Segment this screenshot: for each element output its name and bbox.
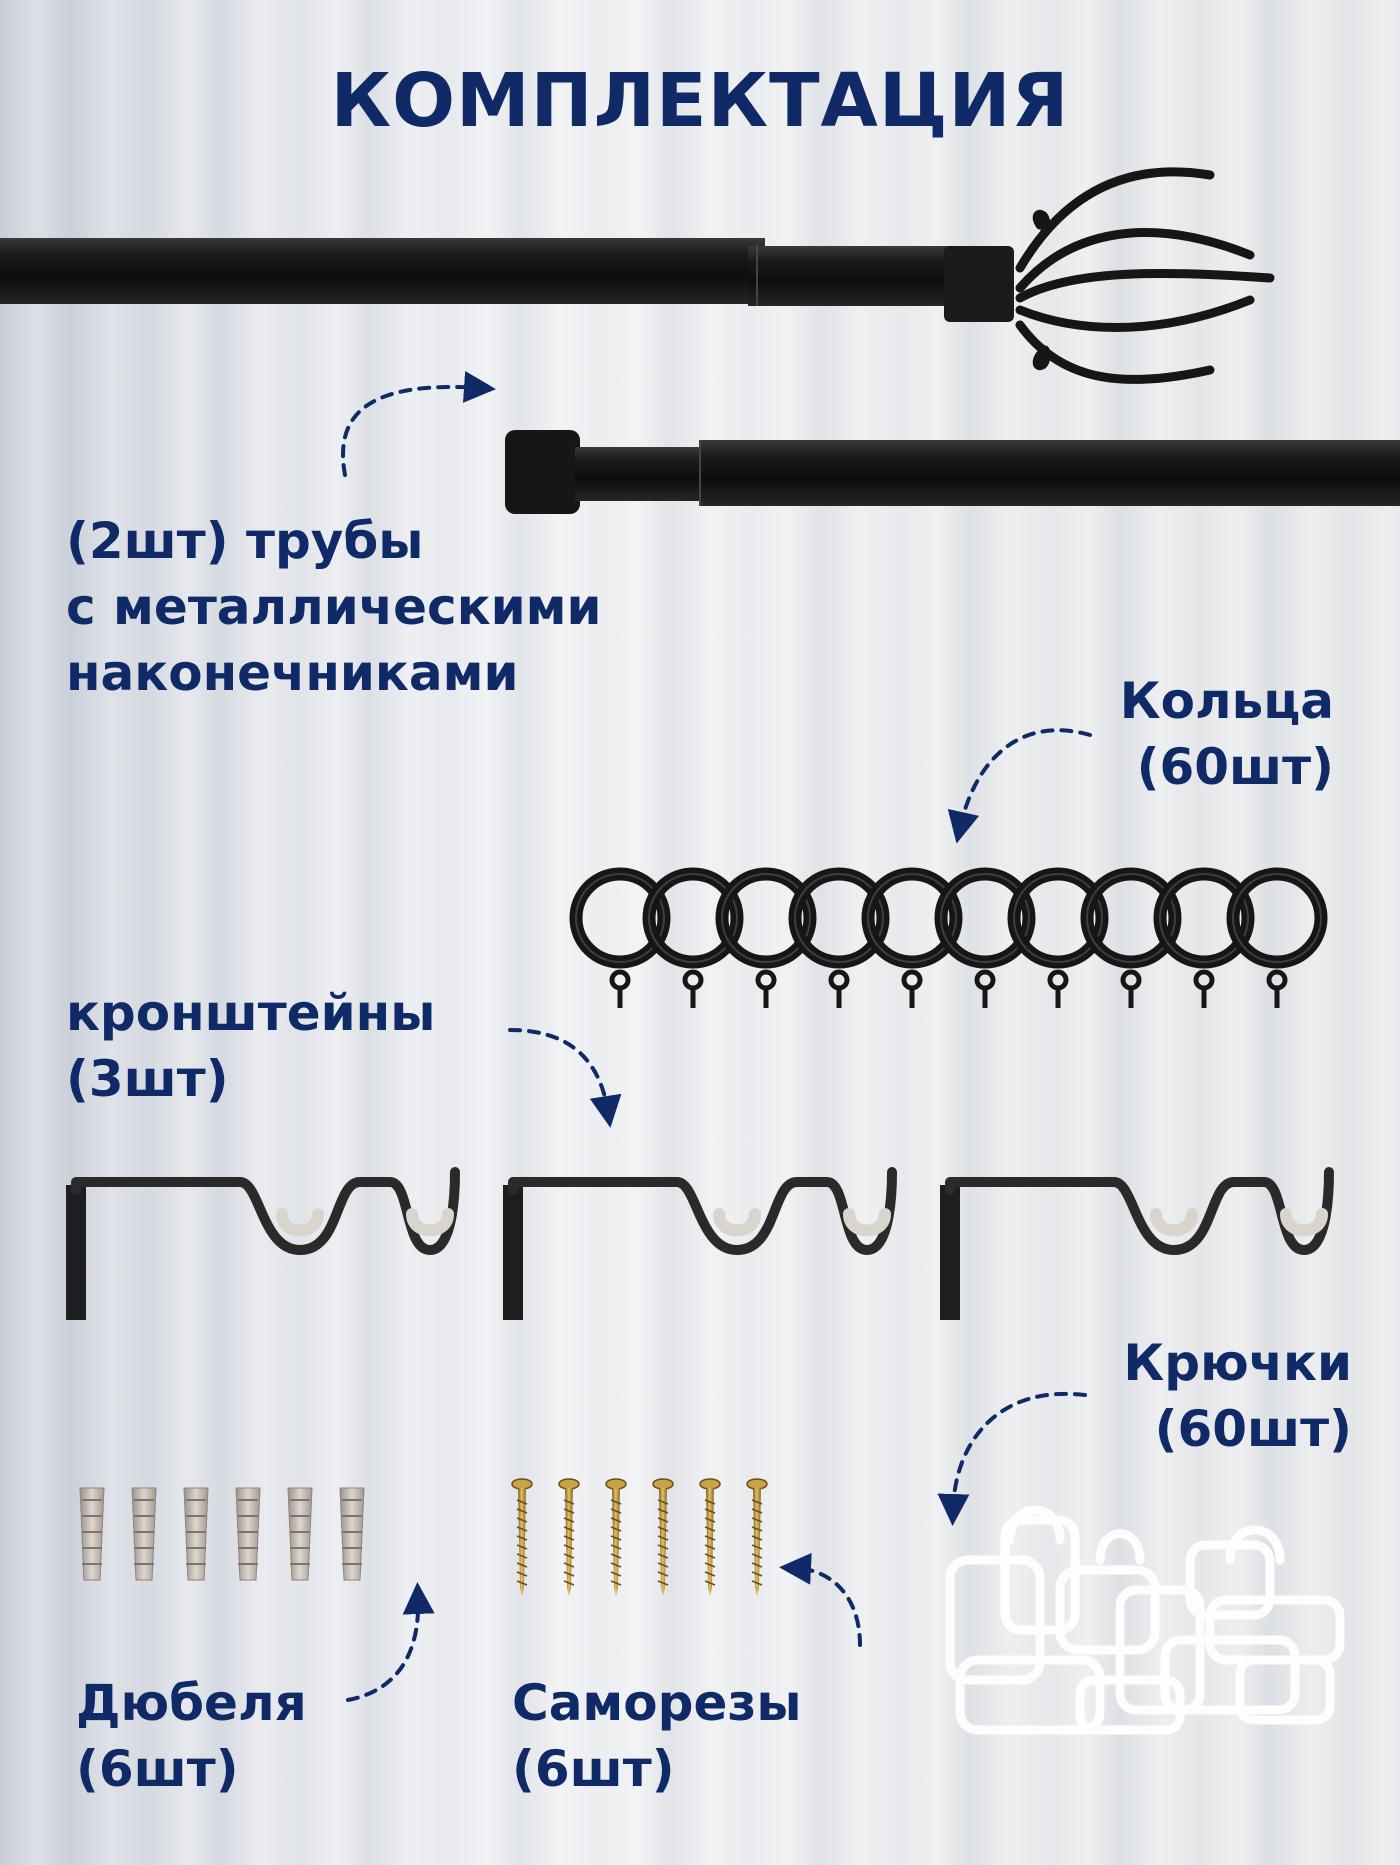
brackets-label: кронштейны (3шт): [66, 980, 435, 1112]
ring-icon: [861, 867, 963, 1008]
arrow-rings-icon: [947, 728, 1092, 844]
screws-group: [511, 1478, 768, 1596]
dowel-icon: [235, 1487, 261, 1581]
dowels-group: [79, 1487, 365, 1581]
dowel-icon: [287, 1487, 313, 1581]
bracket-icon: [503, 1167, 897, 1320]
screws-label-line2: (6шт): [512, 1740, 675, 1798]
bracket-icon: [66, 1167, 460, 1320]
rods-label-line2: с металлическими: [66, 578, 602, 636]
rings-group: [569, 867, 1328, 1008]
screw-icon: [558, 1478, 580, 1596]
arrow-hooks-icon: [937, 1391, 1087, 1526]
screw-icon: [652, 1478, 674, 1596]
rods-label-line3: наконечниками: [66, 644, 519, 702]
arrow-rods-icon: [341, 370, 496, 477]
dowels-label: Дюбеля (6шт): [76, 1670, 307, 1802]
arrow-screws-icon: [779, 1552, 862, 1647]
rings-label-line1: Кольца: [1119, 672, 1334, 730]
dowel-icon: [183, 1487, 209, 1581]
ring-icon: [1080, 867, 1182, 1008]
screws-label-line1: Саморезы: [512, 1674, 802, 1732]
hooks-label-line1: Крючки: [1123, 1334, 1352, 1392]
rod-with-cap: [505, 430, 1400, 514]
hooks-label-line2: (60шт): [1154, 1400, 1352, 1458]
arrow-brackets-icon: [508, 1028, 622, 1128]
rods-label-line1: (2шт) трубы: [66, 512, 424, 570]
hooks-pile-icon: [945, 1505, 1345, 1735]
dowel-icon: [131, 1487, 157, 1581]
ring-icon: [715, 867, 817, 1008]
ring-icon: [934, 867, 1036, 1008]
page-title: КОМПЛЕКТАЦИЯ: [330, 58, 1070, 144]
finial-icon: [1015, 167, 1275, 384]
dowel-icon: [79, 1487, 105, 1581]
screws-label: Саморезы (6шт): [512, 1670, 802, 1802]
rods-label: (2шт) трубы с металлическими наконечника…: [66, 508, 602, 706]
rod-with-finial: [0, 167, 1275, 384]
screw-icon: [699, 1478, 721, 1596]
brackets-label-line1: кронштейны: [66, 984, 436, 1042]
ring-icon: [1226, 867, 1328, 1008]
ring-icon: [1007, 867, 1109, 1008]
arrow-dowels-icon: [346, 1582, 435, 1702]
screw-icon: [605, 1478, 627, 1596]
ring-icon: [642, 867, 744, 1008]
rings-label-line2: (60шт): [1136, 738, 1334, 796]
brackets-group: [66, 1167, 1334, 1320]
hooks-label: Крючки (60шт): [1123, 1330, 1352, 1462]
ring-icon: [788, 867, 890, 1008]
dowel-icon: [339, 1487, 365, 1581]
bracket-icon: [940, 1167, 1334, 1320]
ring-icon: [1153, 867, 1255, 1008]
ring-icon: [569, 867, 671, 1008]
dowels-label-line2: (6шт): [76, 1740, 239, 1798]
arrows: [341, 370, 1092, 1702]
dowels-label-line1: Дюбеля: [76, 1674, 307, 1732]
rings-label: Кольца (60шт): [1120, 668, 1334, 800]
brackets-label-line2: (3шт): [66, 1050, 229, 1108]
screw-icon: [746, 1478, 768, 1596]
screw-icon: [511, 1478, 533, 1596]
